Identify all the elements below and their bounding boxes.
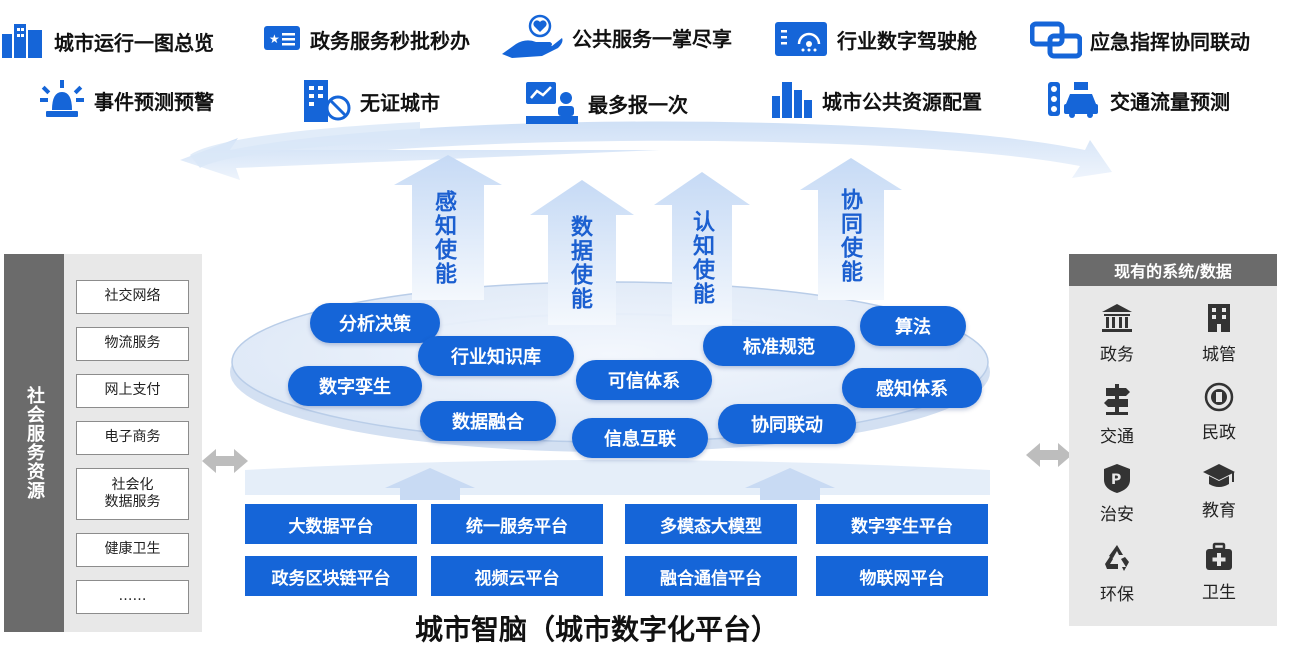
alarm-light-icon: [40, 80, 84, 117]
existing-systems-panel: 现有的系统/数据 政务 城管 交通 民政 P 治安 教育 环保: [1069, 254, 1277, 626]
platform-up-arrows: [385, 468, 835, 500]
system-label: 交通: [1100, 427, 1134, 447]
enable-arrows: [394, 155, 902, 325]
platform-box[interactable]: 大数据平台: [245, 504, 417, 544]
capability-pill[interactable]: 数字孪生: [288, 366, 422, 406]
capability-pill[interactable]: 协同联动: [718, 404, 856, 444]
resource-item[interactable]: 电子商务: [76, 421, 189, 455]
system-label: 卫生: [1202, 583, 1236, 603]
skyline-icon: [772, 82, 812, 118]
platform-box[interactable]: 多模态大模型: [625, 504, 797, 544]
system-label: 城管: [1202, 345, 1236, 365]
app-label: 政务服务秒批秒办: [310, 28, 470, 53]
id-card-icon: ★: [264, 26, 300, 50]
system-item[interactable]: 教育: [1179, 462, 1259, 521]
social-resources-panel: 社会服务资源 社交网络 物流服务 网上支付 电子商务 社会化数据服务 健康卫生 …: [4, 254, 202, 632]
system-label: 政务: [1100, 345, 1134, 365]
medical-kit-icon: [1206, 542, 1232, 570]
system-item[interactable]: P 治安: [1077, 462, 1157, 525]
signpost-icon: [1104, 384, 1130, 415]
app-label: 应急指挥协同联动: [1090, 29, 1250, 54]
app-label: 交通流量预测: [1110, 89, 1230, 114]
enable-label-collaboration: 协同使能: [837, 188, 862, 284]
svg-text:★: ★: [269, 32, 280, 46]
enable-label-perception: 感知使能: [431, 190, 456, 286]
system-label: 教育: [1202, 501, 1236, 521]
platform-box[interactable]: 融合通信平台: [625, 556, 797, 596]
system-item[interactable]: 环保: [1077, 542, 1157, 605]
resource-item[interactable]: ……: [76, 580, 189, 614]
system-label: 环保: [1100, 585, 1134, 605]
city-buildings-icon: [2, 24, 42, 58]
app-label: 行业数字驾驶舱: [837, 28, 977, 53]
graduation-cap-icon: [1203, 464, 1235, 487]
system-item[interactable]: 民政: [1179, 382, 1259, 443]
app-label: 无证城市: [360, 90, 440, 115]
app-item[interactable]: ★ 政务服务秒批秒办: [262, 22, 470, 56]
app-label: 城市运行一图总览: [54, 30, 214, 55]
app-label: 最多报一次: [588, 92, 688, 117]
enable-label-cognition: 认知使能: [689, 210, 714, 306]
social-resources-title: 社会服务资源: [4, 254, 64, 632]
app-item[interactable]: 城市公共资源配置: [770, 80, 982, 120]
svg-text:P: P: [1111, 472, 1121, 488]
government-building-icon: [1102, 304, 1132, 332]
platform-box[interactable]: 视频云平台: [431, 556, 603, 596]
bidirectional-arrow-left: [202, 449, 248, 473]
app-item[interactable]: 最多报一次: [524, 80, 688, 126]
app-label: 城市公共资源配置: [822, 89, 982, 114]
resource-item[interactable]: 网上支付: [76, 374, 189, 408]
traffic-car-icon: [1048, 82, 1098, 118]
platform-box[interactable]: 数字孪生平台: [816, 504, 988, 544]
recycle-icon: [1105, 545, 1129, 571]
capability-pill[interactable]: 行业知识库: [418, 336, 574, 376]
capability-pill[interactable]: 可信体系: [576, 360, 712, 400]
app-item[interactable]: 交通流量预测: [1046, 80, 1230, 120]
dashboard-icon: [775, 22, 827, 56]
capability-pill[interactable]: 数据融合: [420, 401, 556, 441]
capability-pill[interactable]: 标准规范: [703, 326, 855, 366]
app-label: 事件预测预警: [94, 89, 214, 114]
system-label: 治安: [1100, 505, 1134, 525]
capability-pill[interactable]: 分析决策: [310, 303, 440, 343]
capability-pill[interactable]: 信息互联: [572, 418, 708, 458]
app-item[interactable]: 事件预测预警: [38, 80, 214, 120]
report-desk-icon: [526, 82, 578, 124]
system-item[interactable]: 城管: [1179, 302, 1259, 365]
linked-squares-icon: [1030, 21, 1082, 59]
bidirectional-arrow-right: [1026, 443, 1072, 467]
police-badge-icon: P: [1104, 464, 1130, 493]
platform-glow: [245, 460, 990, 495]
resource-item[interactable]: 健康卫生: [76, 533, 189, 567]
app-item[interactable]: 应急指挥协同联动: [1030, 20, 1250, 60]
app-item[interactable]: 公共服务一掌尽享: [500, 14, 732, 60]
app-item[interactable]: 城市运行一图总览: [0, 22, 214, 60]
system-item[interactable]: 卫生: [1179, 542, 1259, 603]
sweep-arrow: [180, 121, 1112, 180]
social-resources-title-text: 社会服务资源: [24, 386, 45, 500]
existing-systems-title: 现有的系统/数据: [1069, 254, 1277, 286]
hand-heart-icon: [502, 14, 563, 58]
resource-item[interactable]: 社会化数据服务: [76, 468, 189, 520]
resource-item[interactable]: 物流服务: [76, 327, 189, 361]
capability-pill[interactable]: 感知体系: [842, 368, 982, 408]
platform-box[interactable]: 政务区块链平台: [245, 556, 417, 596]
resource-item[interactable]: 社交网络: [76, 280, 189, 314]
system-item[interactable]: 政务: [1077, 302, 1157, 365]
system-item[interactable]: 交通: [1077, 382, 1157, 447]
app-label: 公共服务一掌尽享: [572, 26, 732, 51]
platform-box[interactable]: 物联网平台: [816, 556, 988, 596]
civil-affairs-emblem-icon: [1204, 382, 1234, 412]
capability-pill[interactable]: 算法: [860, 306, 966, 346]
app-item[interactable]: 行业数字驾驶舱: [773, 20, 977, 58]
platform-box[interactable]: 统一服务平台: [431, 504, 603, 544]
brain-title: 城市智脑（城市数字化平台）: [415, 613, 780, 646]
office-tower-icon: [1208, 304, 1230, 332]
enable-label-data: 数据使能: [567, 215, 592, 311]
app-item[interactable]: 无证城市: [300, 78, 440, 124]
system-label: 民政: [1202, 423, 1236, 443]
building-badge-icon: [304, 80, 351, 122]
